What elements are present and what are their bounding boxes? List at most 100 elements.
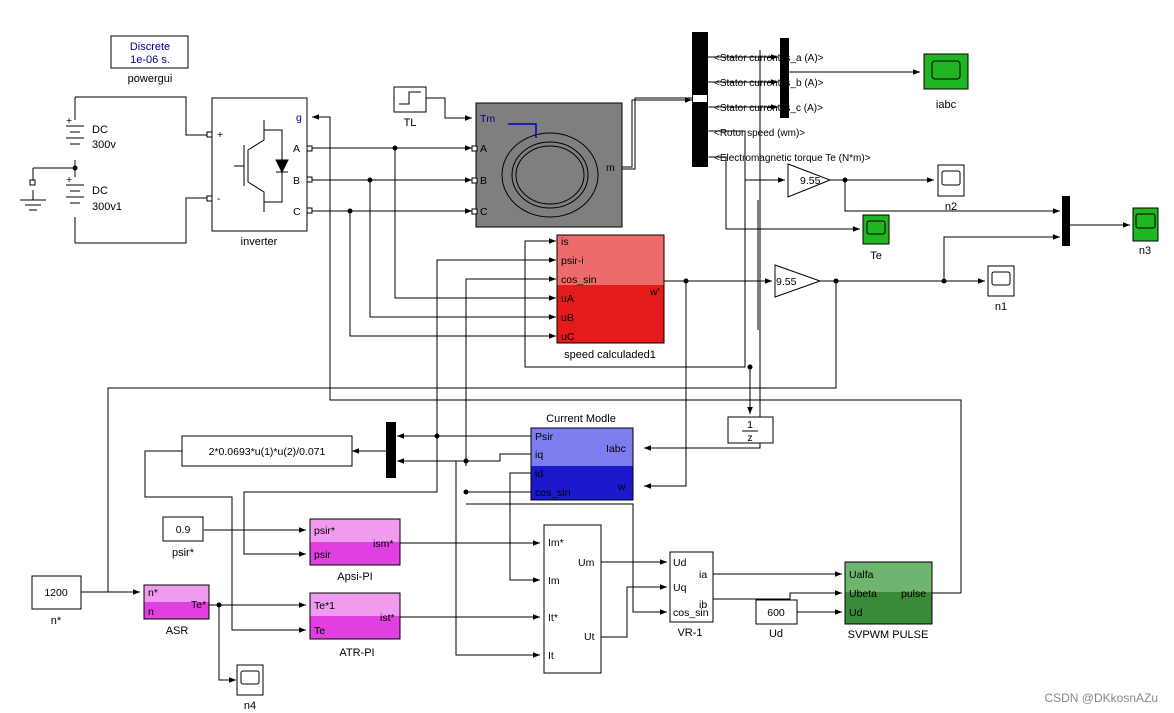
svg-text:Ualfa: Ualfa	[849, 569, 874, 581]
svg-text:Discrete: Discrete	[130, 41, 170, 53]
svg-text:VR-1: VR-1	[677, 627, 702, 639]
svg-text:uA: uA	[561, 293, 574, 305]
svg-text:Iabc: Iabc	[606, 443, 626, 455]
svg-text:<Stator current is_c (A)>: <Stator current is_c (A)>	[714, 103, 823, 114]
svg-text:300v: 300v	[92, 139, 116, 151]
svg-text:600: 600	[767, 607, 785, 619]
svg-text:+: +	[217, 129, 223, 141]
svg-text:cos_sin: cos_sin	[561, 274, 597, 286]
motor-block[interactable]: Tm A B C m	[471, 102, 623, 228]
watermark: CSDN @DKkosnAZu	[1044, 691, 1158, 705]
speed-calc-block[interactable]: is psir-i cos_sin uA uB uC w' speed calc…	[556, 234, 665, 361]
scope-iabc[interactable]: iabc	[923, 53, 969, 111]
bus-selector-block[interactable]: <Stator current is_a (A)> <Stator curren…	[692, 32, 871, 167]
svg-text:<Stator current is_a (A)>: <Stator current is_a (A)>	[714, 53, 824, 64]
svg-text:Ud: Ud	[673, 557, 687, 569]
ground-icon	[20, 179, 46, 211]
svg-text:inverter: inverter	[241, 236, 278, 248]
svg-text:Um: Um	[578, 557, 595, 569]
vr1-block[interactable]: Ud Uq cos_sin ia ib VR-1	[669, 551, 714, 639]
svg-text:Te: Te	[870, 250, 882, 262]
mux-iabc[interactable]	[780, 38, 789, 118]
atr-pi-block[interactable]: Te*1 Te ist* ATR-PI	[309, 592, 401, 659]
svg-text:z: z	[747, 432, 752, 444]
dc-source-2[interactable]: + DC 300v1	[66, 174, 122, 213]
svg-text:n3: n3	[1139, 245, 1151, 257]
svg-text:C: C	[293, 206, 301, 218]
svg-text:A: A	[293, 143, 300, 155]
svg-text:<Stator current is_b (A)>: <Stator current is_b (A)>	[714, 78, 824, 89]
svg-text:SVPWM PULSE: SVPWM PULSE	[848, 629, 929, 641]
svg-text:Apsi-PI: Apsi-PI	[337, 571, 372, 583]
svg-text:Im: Im	[548, 575, 560, 587]
svg-text:cos_sin: cos_sin	[535, 487, 571, 499]
current-model-block[interactable]: Current Modle Psir iq id cos_sin Iabc w	[530, 413, 634, 501]
scope-n3[interactable]: n3	[1132, 207, 1159, 257]
unit-delay-block[interactable]: 1 z	[727, 416, 774, 444]
svg-text:ist*: ist*	[380, 612, 395, 624]
svg-text:ASR: ASR	[166, 625, 189, 637]
scope-te[interactable]: Te	[862, 214, 890, 262]
wires	[32, 50, 1130, 683]
gain-1[interactable]: 9.55	[787, 163, 832, 198]
svg-text:Te*1: Te*1	[314, 600, 335, 612]
svg-text:-: -	[217, 193, 221, 205]
svg-text:A: A	[480, 143, 487, 155]
svg-text:iabc: iabc	[936, 99, 957, 111]
svg-text:Ud: Ud	[849, 607, 863, 619]
transform-block[interactable]: Im* Im It* It Um Ut	[543, 524, 602, 674]
svg-text:1: 1	[747, 419, 753, 431]
fcn-block[interactable]: 2*0.0693*u(1)*u(2)/0.071	[181, 435, 353, 467]
svg-text:ib: ib	[699, 599, 707, 611]
psir-const-block[interactable]: 0.9 psir*	[162, 516, 204, 559]
svpwm-block[interactable]: Ualfa Ubeta Ud pulse SVPWM PULSE	[844, 561, 933, 641]
svg-text:9.55: 9.55	[800, 175, 821, 187]
svg-text:1e-06 s.: 1e-06 s.	[130, 54, 170, 66]
svg-text:Psir: Psir	[535, 431, 554, 443]
svg-text:cos_sin: cos_sin	[673, 607, 709, 619]
scope-n2[interactable]: n2	[937, 164, 965, 213]
mux-n3[interactable]	[1062, 196, 1070, 246]
svg-text:psir: psir	[314, 549, 331, 561]
mux-fcn[interactable]	[386, 422, 396, 478]
svg-text:psir*: psir*	[314, 525, 335, 537]
svg-text:It*: It*	[548, 612, 558, 624]
apsi-pi-block[interactable]: psir* psir ism* Apsi-PI	[309, 518, 401, 583]
svg-text:+: +	[66, 115, 72, 127]
svg-text:psir-i: psir-i	[561, 255, 584, 267]
svg-text:n1: n1	[995, 301, 1007, 313]
svg-text:<Electromagnetic torque Te (N*: <Electromagnetic torque Te (N*m)>	[714, 153, 871, 164]
svg-text:DC: DC	[92, 185, 108, 197]
tl-step-block[interactable]: TL	[393, 86, 427, 129]
gain-2[interactable]: 9.55	[774, 264, 822, 298]
ud-const-block[interactable]: 600 Ud	[755, 599, 798, 640]
powergui-label: powergui	[128, 73, 173, 85]
svg-text:It: It	[548, 650, 554, 662]
svg-text:1200: 1200	[44, 587, 68, 599]
scope-n1[interactable]: n1	[987, 265, 1015, 313]
svg-text:speed calculaded1: speed calculaded1	[564, 349, 656, 361]
svg-text:pulse: pulse	[901, 588, 926, 600]
svg-text:300v1: 300v1	[92, 201, 122, 213]
svg-text:n*: n*	[51, 615, 62, 627]
svg-text:n4: n4	[244, 700, 256, 712]
svg-text:uB: uB	[561, 312, 574, 324]
svg-text:ia: ia	[699, 569, 707, 581]
svg-text:psir*: psir*	[172, 547, 195, 559]
inverter-block[interactable]: + - g A B C inverter	[206, 97, 313, 248]
scope-n4[interactable]: n4	[236, 664, 264, 712]
svg-text:iq: iq	[535, 449, 543, 461]
svg-text:Tm: Tm	[480, 113, 495, 125]
svg-text:m: m	[606, 162, 615, 174]
svg-text:Te: Te	[314, 625, 325, 637]
asr-block[interactable]: n* n Te* ASR	[143, 584, 210, 637]
svg-text:w': w'	[649, 286, 660, 298]
svg-text:+: +	[66, 174, 72, 186]
powergui-block[interactable]: Discrete 1e-06 s. powergui	[110, 35, 189, 85]
n-const-block[interactable]: 1200 n*	[31, 575, 82, 627]
svg-text:2*0.0693*u(1)*u(2)/0.071: 2*0.0693*u(1)*u(2)/0.071	[209, 446, 326, 458]
svg-text:DC: DC	[92, 124, 108, 136]
dc-source-1[interactable]: + DC 300v	[66, 115, 116, 151]
svg-text:TL: TL	[404, 117, 417, 129]
